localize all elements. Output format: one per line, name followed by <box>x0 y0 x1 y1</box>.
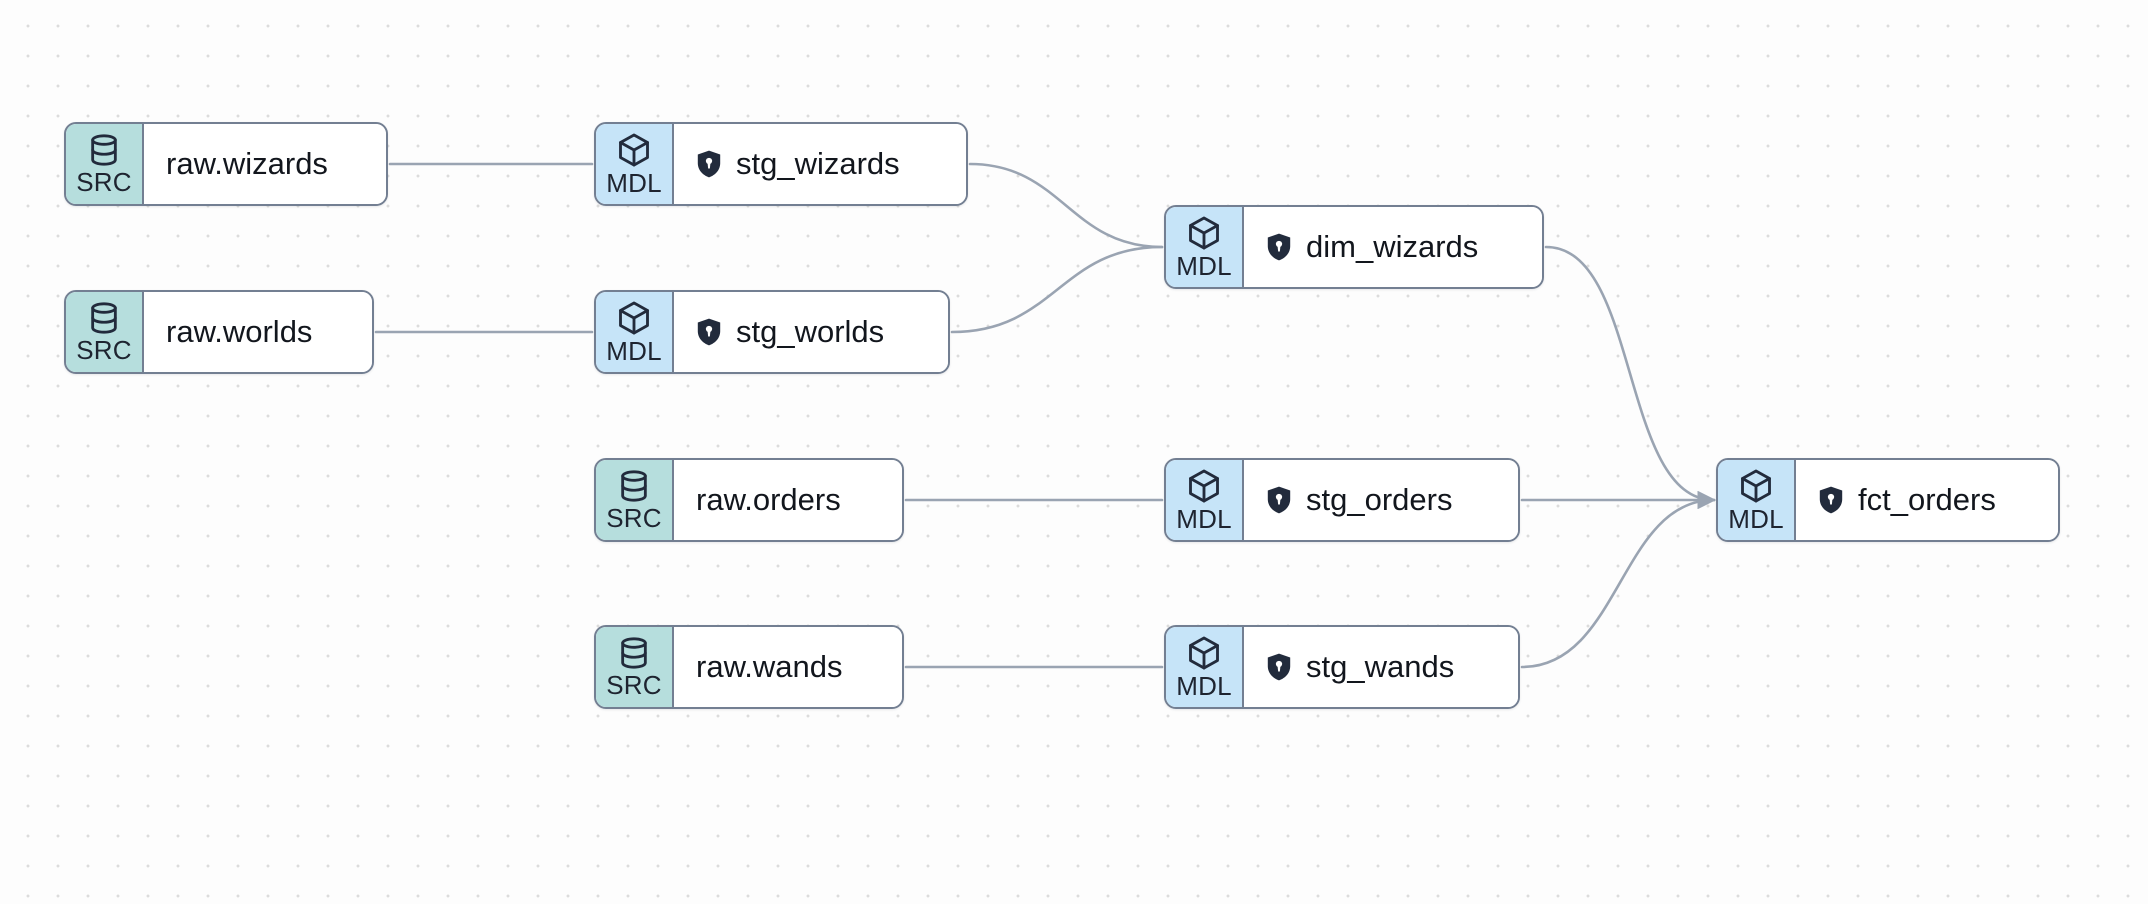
node-stg_orders[interactable]: MDL stg_orders <box>1164 458 1520 542</box>
node-fct_orders[interactable]: MDL fct_orders <box>1716 458 2060 542</box>
node-label: stg_wands <box>1306 649 1455 684</box>
node-badge-mdl: MDL <box>1718 460 1796 540</box>
database-icon <box>87 133 121 167</box>
node-raw_orders[interactable]: SRC raw.orders <box>594 458 904 542</box>
node-raw_worlds[interactable]: SRC raw.worlds <box>64 290 374 374</box>
node-badge-src: SRC <box>596 627 674 707</box>
node-body: stg_orders <box>1244 460 1518 540</box>
shield-lock-icon <box>696 150 722 178</box>
node-label: raw.wizards <box>166 146 328 181</box>
cube-icon <box>1186 215 1222 251</box>
node-badge-label: MDL <box>1728 504 1784 534</box>
node-badge-label: SRC <box>76 167 132 197</box>
shield-lock-icon <box>1266 486 1292 514</box>
node-badge-src: SRC <box>66 124 144 204</box>
node-body: stg_wizards <box>674 124 966 204</box>
node-body: stg_wands <box>1244 627 1518 707</box>
node-body: raw.worlds <box>144 292 372 372</box>
node-label: stg_wizards <box>736 146 900 181</box>
node-badge-src: SRC <box>596 460 674 540</box>
node-badge-label: SRC <box>606 670 662 700</box>
shield-lock-icon <box>696 318 722 346</box>
edge-stg_worlds-to-dim_wizards[interactable] <box>950 245 1164 334</box>
node-label: stg_worlds <box>736 314 885 349</box>
cube-icon <box>616 300 652 336</box>
node-body: raw.wands <box>674 627 902 707</box>
shield-lock-icon <box>1266 233 1292 261</box>
cube-icon <box>1186 635 1222 671</box>
database-icon <box>87 301 121 335</box>
edge-dim_wizards-to-fct_orders[interactable] <box>1544 245 1716 510</box>
node-label: fct_orders <box>1858 482 1996 517</box>
node-badge-label: SRC <box>606 503 662 533</box>
node-body: stg_worlds <box>674 292 948 372</box>
node-badge-label: MDL <box>606 336 662 366</box>
edge-stg_wands-to-fct_orders[interactable] <box>1520 490 1716 669</box>
node-badge-mdl: MDL <box>596 292 674 372</box>
node-badge-mdl: MDL <box>1166 207 1244 287</box>
node-stg_wands[interactable]: MDL stg_wands <box>1164 625 1520 709</box>
node-body: raw.orders <box>674 460 902 540</box>
edge-stg_wizards-to-dim_wizards[interactable] <box>968 162 1164 249</box>
node-badge-mdl: MDL <box>596 124 674 204</box>
cube-icon <box>616 132 652 168</box>
node-stg_worlds[interactable]: MDL stg_worlds <box>594 290 950 374</box>
node-badge-mdl: MDL <box>1166 627 1244 707</box>
node-badge-mdl: MDL <box>1166 460 1244 540</box>
node-badge-label: SRC <box>76 335 132 365</box>
node-stg_wizards[interactable]: MDL stg_wizards <box>594 122 968 206</box>
node-body: raw.wizards <box>144 124 386 204</box>
node-badge-label: MDL <box>1176 504 1232 534</box>
node-body: dim_wizards <box>1244 207 1542 287</box>
shield-lock-icon <box>1266 653 1292 681</box>
node-label: dim_wizards <box>1306 229 1479 264</box>
node-badge-src: SRC <box>66 292 144 372</box>
node-label: raw.orders <box>696 482 841 517</box>
node-label: raw.worlds <box>166 314 313 349</box>
node-body: fct_orders <box>1796 460 2058 540</box>
node-badge-label: MDL <box>1176 671 1232 701</box>
node-badge-label: MDL <box>1176 251 1232 281</box>
node-raw_wands[interactable]: SRC raw.wands <box>594 625 904 709</box>
database-icon <box>617 636 651 670</box>
database-icon <box>617 469 651 503</box>
node-label: raw.wands <box>696 649 843 684</box>
node-raw_wizards[interactable]: SRC raw.wizards <box>64 122 388 206</box>
node-label: stg_orders <box>1306 482 1453 517</box>
node-dim_wizards[interactable]: MDL dim_wizards <box>1164 205 1544 289</box>
shield-lock-icon <box>1818 486 1844 514</box>
cube-icon <box>1186 468 1222 504</box>
cube-icon <box>1738 468 1774 504</box>
node-badge-label: MDL <box>606 168 662 198</box>
